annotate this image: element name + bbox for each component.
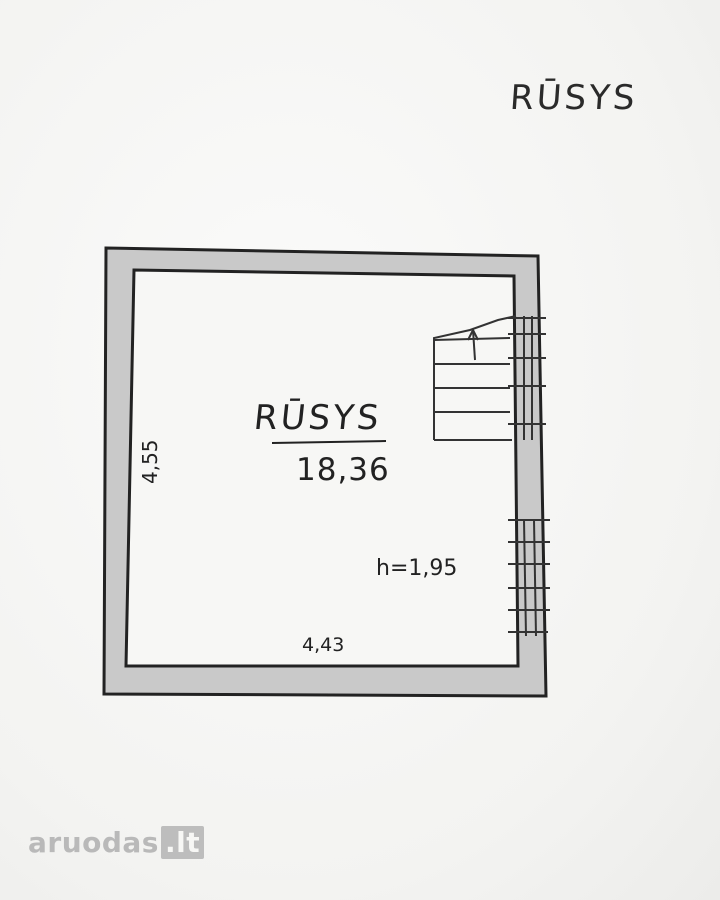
watermark-suffix: .lt xyxy=(160,826,205,859)
watermark-logo: aruodas.lt xyxy=(28,826,205,859)
stair-arrow-shaft xyxy=(472,329,476,361)
staircase xyxy=(433,315,517,441)
room-name: RŪSYS xyxy=(251,398,384,438)
area-divider xyxy=(271,440,387,444)
room-area: 18,36 xyxy=(296,452,390,488)
stair-outline xyxy=(433,315,517,440)
room-floor xyxy=(124,268,520,668)
dimension-length: 4,55 xyxy=(138,439,162,484)
stair-arrow-head xyxy=(467,327,479,341)
wall-ticks xyxy=(508,316,550,637)
room-height-label: h=1,95 xyxy=(376,556,458,581)
watermark-text: aruodas xyxy=(28,826,159,859)
dimension-width: 4,43 xyxy=(302,634,345,656)
